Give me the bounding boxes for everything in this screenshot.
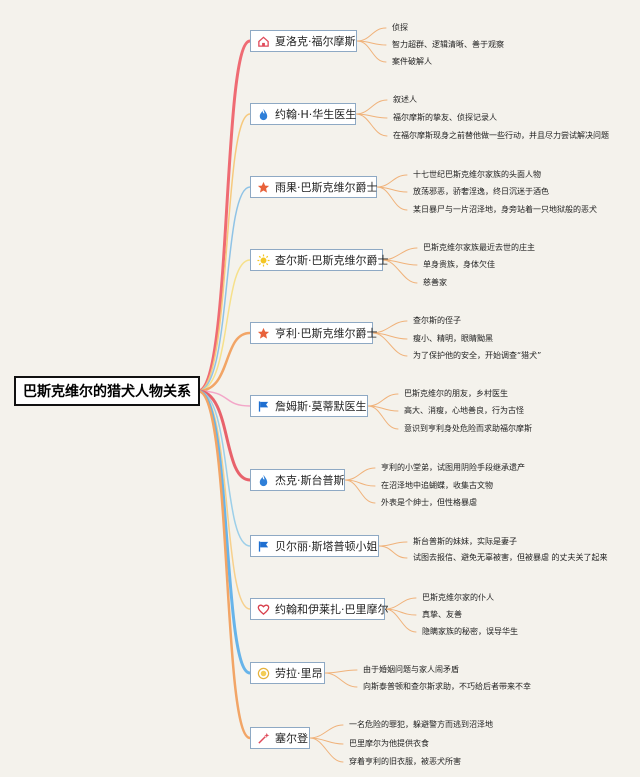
subtopic-barrymore-2[interactable]: 隐瞒家族的秘密，误导华生 — [422, 627, 518, 636]
topic-label: 贝尔丽·斯塔普顿小姐 — [275, 540, 378, 553]
topic-node-hugo[interactable]: 雨果·巴斯克维尔爵士 — [250, 176, 378, 198]
leaf-connector-henry-0 — [372, 320, 408, 334]
branch-connector-stapleton — [196, 389, 252, 482]
subtopic-mortimer-0[interactable]: 巴斯克维尔的朋友，乡村医生 — [404, 389, 508, 398]
subtopic-barrymore-0[interactable]: 巴斯克维尔家的仆人 — [422, 593, 494, 602]
wand-icon — [256, 731, 270, 745]
leaf-connector-selden-0 — [309, 724, 344, 739]
topic-node-barrymore[interactable]: 约翰和伊莱扎·巴里摩尔 — [250, 598, 389, 620]
subtopic-laura-0[interactable]: 由于婚姻问题与家人闹矛盾 — [363, 665, 459, 674]
leaf-connector-holmes-2 — [356, 40, 387, 63]
branch-connector-watson — [197, 113, 251, 392]
subtopic-beryl-0[interactable]: 斯台普斯的妹妹，实际是妻子 — [413, 537, 517, 546]
subtopic-charles-2[interactable]: 慈善家 — [423, 278, 447, 287]
leaf-connector-barrymore-2 — [384, 608, 417, 633]
subtopic-barrymore-1[interactable]: 真挚、友善 — [422, 610, 462, 619]
topic-node-holmes[interactable]: 夏洛克·福尔摩斯 — [250, 30, 357, 52]
heart-icon — [256, 602, 270, 616]
leaf-connector-beryl-0 — [378, 541, 408, 547]
subtopic-stapleton-2[interactable]: 外表是个绅士，但性格暴虐 — [381, 498, 477, 507]
topic-node-watson[interactable]: 约翰·H·华生医生 — [250, 103, 356, 125]
root-topic[interactable]: 巴斯克维尔的猎犬人物关系 — [14, 376, 200, 406]
topic-label: 塞尔登 — [275, 732, 308, 745]
topic-label: 亨利·巴斯克维尔爵士 — [275, 327, 378, 340]
subtopic-selden-1[interactable]: 巴里摩尔为他提供衣食 — [349, 739, 429, 748]
topic-label: 劳拉·里昂 — [275, 667, 323, 680]
topic-node-stapleton[interactable]: 杰克·斯台普斯 — [250, 469, 345, 491]
topic-label: 夏洛克·福尔摩斯 — [275, 35, 356, 48]
topic-node-laura[interactable]: 劳拉·里昂 — [250, 662, 325, 684]
leaf-connector-henry-2 — [372, 332, 408, 357]
subtopic-mortimer-2[interactable]: 意识到亨利身处危险而求助福尔摩斯 — [404, 424, 532, 433]
subtopic-henry-0[interactable]: 查尔斯的侄子 — [413, 316, 461, 325]
leaf-connector-mortimer-2 — [367, 405, 399, 430]
topic-label: 雨果·巴斯克维尔爵士 — [275, 181, 378, 194]
leaf-connector-stapleton-2 — [344, 479, 376, 504]
leaf-connector-beryl-1 — [378, 545, 408, 559]
subtopic-holmes-1[interactable]: 智力超群、逻辑清晰、善于观察 — [392, 40, 504, 49]
subtopic-stapleton-0[interactable]: 亨利的小堂弟，试图用阴险手段继承遗产 — [381, 463, 525, 472]
leaf-connector-stapleton-0 — [344, 467, 376, 481]
subtopic-charles-0[interactable]: 巴斯克维尔家族最近去世的庄主 — [423, 243, 535, 252]
leaf-connector-mortimer-0 — [367, 393, 399, 407]
topic-node-charles[interactable]: 查尔斯·巴斯克维尔爵士 — [250, 249, 389, 271]
root-topic-label: 巴斯克维尔的猎犬人物关系 — [23, 384, 191, 400]
subtopic-henry-2[interactable]: 为了保护他的安全，开始调查“猎犬” — [413, 351, 542, 360]
topic-label: 查尔斯·巴斯克维尔爵士 — [275, 254, 389, 267]
subtopic-watson-2[interactable]: 在福尔摩斯现身之前替他做一些行动，并且尽力尝试解决问题 — [393, 131, 609, 140]
subtopic-watson-0[interactable]: 叙述人 — [393, 95, 417, 104]
leaf-connector-barrymore-0 — [384, 597, 417, 610]
leaf-connector-hugo-2 — [376, 186, 408, 211]
badge-icon — [256, 666, 270, 680]
subtopic-holmes-0[interactable]: 侦探 — [392, 23, 408, 32]
branch-connector-selden — [196, 389, 252, 740]
subtopic-laura-1[interactable]: 向斯泰普顿和查尔斯求助，不巧给后者带来不幸 — [363, 682, 531, 691]
leaf-connector-laura-0 — [324, 669, 358, 674]
subtopic-hugo-0[interactable]: 十七世纪巴斯克维尔家族的头面人物 — [413, 170, 541, 179]
leaf-connector-holmes-0 — [356, 27, 387, 42]
star-icon — [256, 180, 270, 194]
subtopic-selden-2[interactable]: 穿着亨利的旧衣服，被恶犬所害 — [349, 757, 461, 766]
topic-label: 约翰·H·华生医生 — [275, 108, 357, 121]
topic-label: 杰克·斯台普斯 — [275, 474, 345, 487]
flag-icon — [256, 399, 270, 413]
subtopic-holmes-2[interactable]: 案件破解人 — [392, 57, 432, 66]
subtopic-watson-1[interactable]: 福尔摩斯的挚友、侦探记录人 — [393, 113, 497, 122]
flag-icon — [256, 539, 270, 553]
leaf-connector-laura-1 — [324, 672, 358, 688]
subtopic-charles-1[interactable]: 单身贵族，身体欠佳 — [423, 260, 495, 269]
flame-icon — [256, 107, 270, 121]
leaf-connector-hugo-0 — [376, 174, 408, 188]
subtopic-hugo-2[interactable]: 某日暴尸与一片沼泽地，身旁站着一只地狱般的恶犬 — [413, 205, 597, 214]
topic-node-selden[interactable]: 塞尔登 — [250, 727, 310, 749]
leaf-connector-watson-0 — [355, 99, 388, 115]
branch-connector-henry — [196, 331, 252, 393]
home-icon — [256, 34, 270, 48]
topic-node-beryl[interactable]: 贝尔丽·斯塔普顿小姐 — [250, 535, 379, 557]
subtopic-henry-1[interactable]: 瘦小、精明，眼睛黝黑 — [413, 334, 493, 343]
topic-label: 约翰和伊莱扎·巴里摩尔 — [275, 603, 389, 616]
subtopic-mortimer-1[interactable]: 高大、消瘦，心地善良，行为古怪 — [404, 406, 524, 415]
branch-connector-hugo — [197, 186, 251, 392]
branch-connector-holmes — [196, 39, 252, 393]
branch-connector-charles — [197, 259, 251, 392]
leaf-connector-watson-2 — [355, 113, 388, 137]
branch-connector-beryl — [197, 390, 251, 547]
subtopic-hugo-1[interactable]: 放荡邪恶，骄奢淫逸，终日沉迷于酒色 — [413, 187, 549, 196]
topic-node-mortimer[interactable]: 詹姆斯·莫蒂默医生 — [250, 395, 368, 417]
topic-node-henry[interactable]: 亨利·巴斯克维尔爵士 — [250, 322, 378, 344]
subtopic-stapleton-1[interactable]: 在沼泽地中追蝴蝶，收集古文物 — [381, 481, 493, 490]
leaf-connector-selden-2 — [309, 737, 344, 763]
leaf-connector-charles-2 — [382, 259, 418, 284]
sun-icon — [256, 253, 270, 267]
star-icon — [256, 326, 270, 340]
flame-icon — [256, 473, 270, 487]
subtopic-beryl-1[interactable]: 试图去报信、避免无辜被害，但被暴虐 的丈夫关了起来 — [413, 553, 608, 562]
subtopic-selden-0[interactable]: 一名危险的罪犯，躲避警方而逃到沼泽地 — [349, 720, 493, 729]
topic-label: 詹姆斯·莫蒂默医生 — [275, 400, 367, 413]
